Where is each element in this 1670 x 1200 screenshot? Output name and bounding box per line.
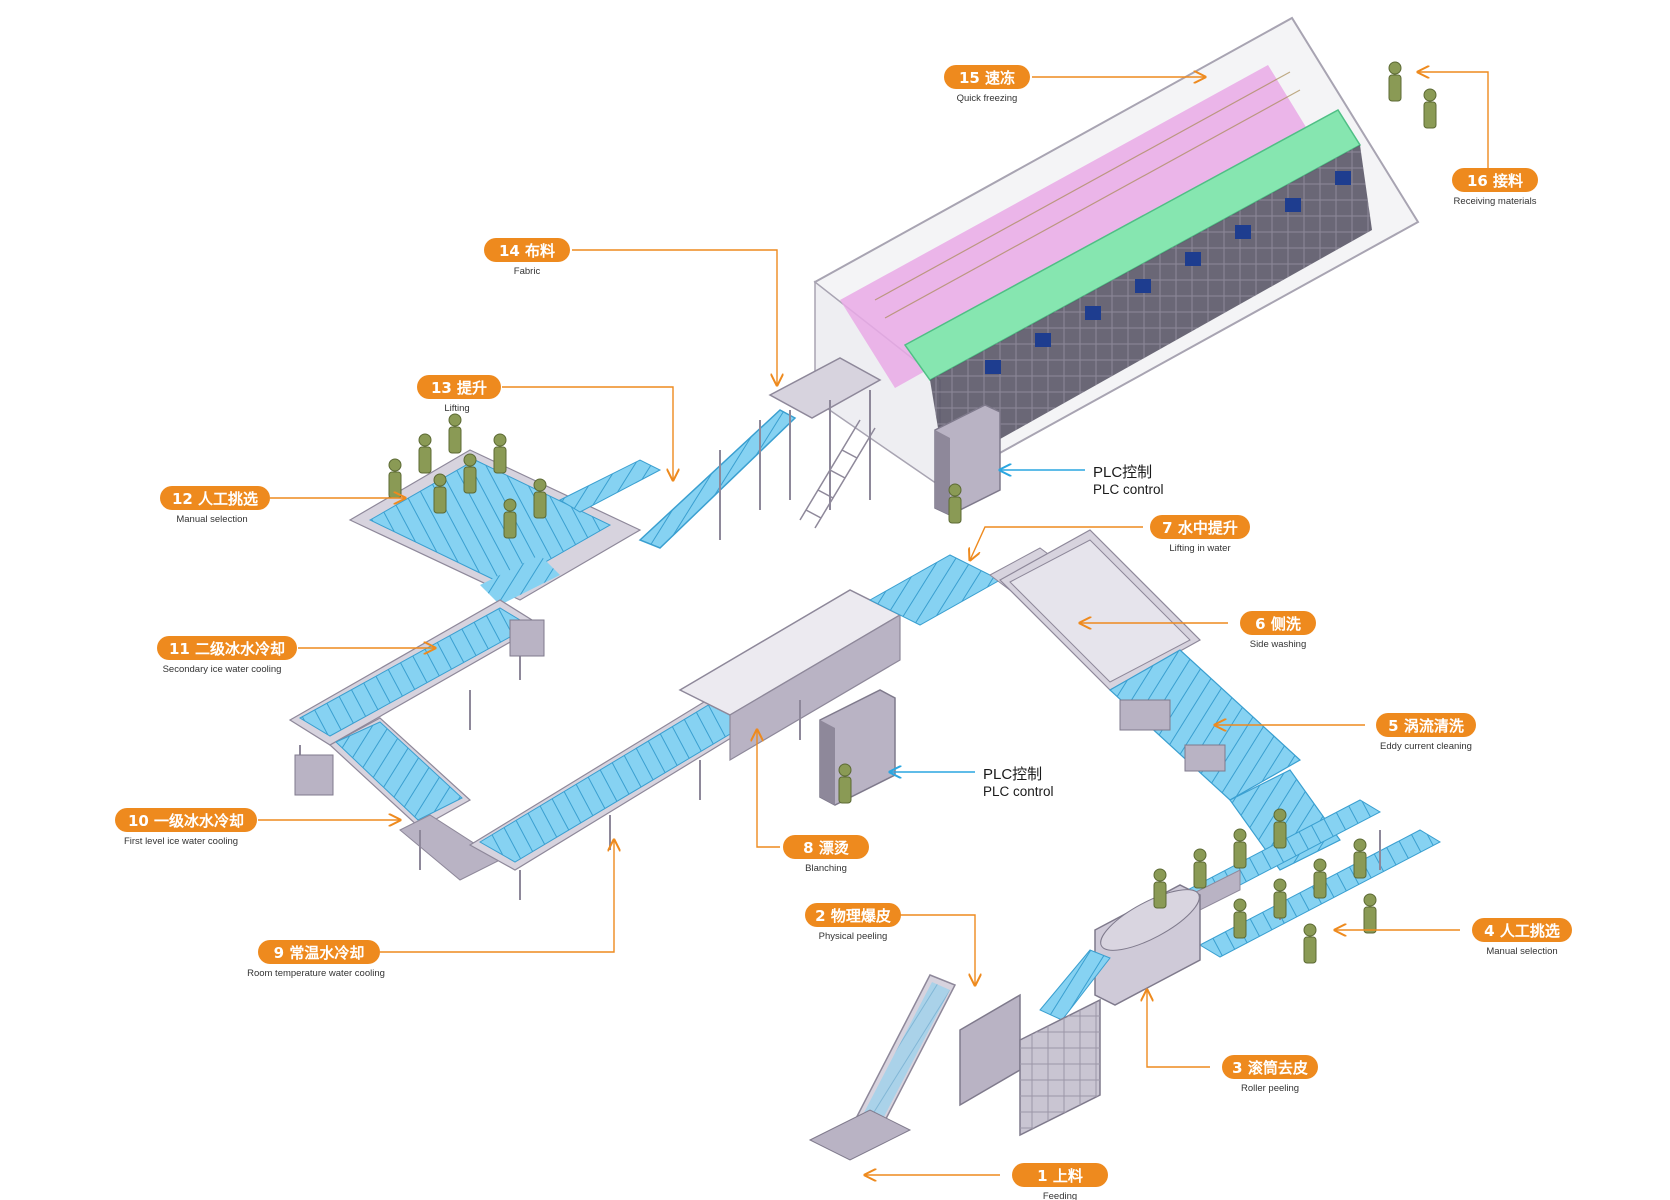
svg-text:4 人工挑选: 4 人工挑选: [1484, 922, 1560, 940]
svg-text:8 漂烫: 8 漂烫: [803, 839, 850, 857]
leader-2: [900, 914, 975, 985]
leader-13: [502, 386, 673, 480]
svg-text:Fabric: Fabric: [514, 266, 541, 277]
upper-left-conveyors: [288, 449, 662, 881]
svg-text:Physical peeling: Physical peeling: [819, 931, 888, 942]
svg-text:10 一级冰水冷却: 10 一级冰水冷却: [128, 812, 244, 830]
station-label-16: 16 接料 Receiving materials: [1452, 168, 1538, 207]
worker-figure-group-upper: [388, 413, 547, 539]
quick-freezer-tunnel: [813, 16, 1420, 516]
leader-9: [380, 840, 614, 953]
svg-text:16 接料: 16 接料: [1467, 172, 1523, 190]
svg-text:First level ice water cooling: First level ice water cooling: [124, 836, 238, 847]
svg-text:Side washing: Side washing: [1250, 639, 1307, 650]
station-label-2: 2 物理爆皮 Physical peeling: [805, 903, 901, 942]
worker-figure-group-lower: [1153, 808, 1377, 964]
station-label-6: 6 侧洗 Side washing: [1240, 611, 1316, 650]
station-label-3: 3 滚筒去皮 Roller peeling: [1222, 1055, 1318, 1094]
leader-16: [1418, 72, 1489, 172]
middle-cooling-blanching: [468, 547, 1111, 900]
workers: [388, 61, 1437, 964]
svg-text:Manual selection: Manual selection: [176, 514, 247, 525]
svg-text:2 物理爆皮: 2 物理爆皮: [815, 907, 891, 925]
plc-label-lower: PLC控制 PLC control: [983, 766, 1054, 799]
leader-3: [1147, 990, 1210, 1068]
worker-figure-group-plc: [838, 483, 962, 804]
svg-text:Lifting: Lifting: [444, 403, 469, 414]
station-label-5: 5 涡流清洗 Eddy current cleaning: [1376, 713, 1476, 752]
plc-label-upper: PLC控制 PLC control: [1093, 464, 1164, 497]
fabric-lifting-section: [638, 357, 882, 549]
svg-text:Feeding: Feeding: [1043, 1191, 1077, 1200]
leader-14: [572, 249, 777, 385]
svg-text:12 人工挑选: 12 人工挑选: [172, 490, 258, 508]
svg-text:11 二级冰水冷却: 11 二级冰水冷却: [169, 640, 285, 658]
svg-text:PLC控制: PLC控制: [983, 766, 1042, 783]
station-label-1: 1 上料 Feeding: [1012, 1163, 1108, 1200]
svg-text:7 水中提升: 7 水中提升: [1162, 519, 1238, 537]
worker-figure-group-right: [1388, 61, 1437, 129]
svg-text:Blanching: Blanching: [805, 863, 847, 874]
svg-text:Lifting in water: Lifting in water: [1169, 543, 1230, 554]
leader-7: [970, 526, 1143, 560]
plc-labels: PLC控制 PLC control PLC控制 PLC control: [983, 464, 1164, 799]
station-label-8: 8 漂烫 Blanching: [783, 835, 869, 874]
leader-8: [757, 730, 780, 848]
svg-text:6 侧洗: 6 侧洗: [1255, 615, 1301, 633]
svg-text:15 速冻: 15 速冻: [959, 69, 1015, 87]
svg-text:Receiving materials: Receiving materials: [1454, 196, 1537, 207]
station-label-12: 12 人工挑选 Manual selection: [160, 486, 270, 525]
station-label-14: 14 布料 Fabric: [484, 238, 570, 277]
station-label-11: 11 二级冰水冷却 Secondary ice water cooling: [157, 636, 297, 675]
svg-text:13 提升: 13 提升: [431, 379, 487, 397]
svg-text:Manual selection: Manual selection: [1486, 946, 1557, 957]
right-washing-section: [999, 529, 1341, 871]
station-label-10: 10 一级冰水冷却 First level ice water cooling: [115, 808, 257, 847]
svg-text:3 滚筒去皮: 3 滚筒去皮: [1232, 1059, 1308, 1077]
svg-text:Room temperature water cooling: Room temperature water cooling: [247, 968, 385, 979]
plc-leader-lines: [890, 470, 1085, 772]
station-label-4: 4 人工挑选 Manual selection: [1472, 918, 1572, 957]
station-labels: 1 上料 Feeding 2 物理爆皮 Physical peeling 3 滚…: [115, 65, 1572, 1200]
leader-lines: [258, 72, 1489, 1175]
svg-text:Eddy current cleaning: Eddy current cleaning: [1380, 741, 1472, 752]
svg-text:9 常温水冷却: 9 常温水冷却: [274, 944, 365, 962]
station-label-7: 7 水中提升 Lifting in water: [1150, 515, 1250, 554]
svg-text:Quick freezing: Quick freezing: [957, 93, 1018, 104]
station-label-9: 9 常温水冷却 Room temperature water cooling: [247, 940, 385, 979]
svg-text:Roller peeling: Roller peeling: [1241, 1083, 1299, 1094]
station-label-13: 13 提升 Lifting: [417, 375, 501, 414]
peeling-and-feeding: [808, 884, 1201, 1161]
svg-text:14 布料: 14 布料: [499, 242, 555, 260]
svg-text:1 上料: 1 上料: [1037, 1167, 1083, 1185]
svg-text:PLC控制: PLC控制: [1093, 464, 1152, 481]
svg-text:PLC control: PLC control: [1093, 482, 1164, 497]
station-label-15: 15 速冻 Quick freezing: [944, 65, 1030, 104]
svg-text:PLC control: PLC control: [983, 784, 1054, 799]
svg-text:Secondary ice water cooling: Secondary ice water cooling: [163, 664, 282, 675]
svg-text:5 涡流清洗: 5 涡流清洗: [1388, 717, 1464, 735]
equipment-illustration: [288, 16, 1442, 1161]
